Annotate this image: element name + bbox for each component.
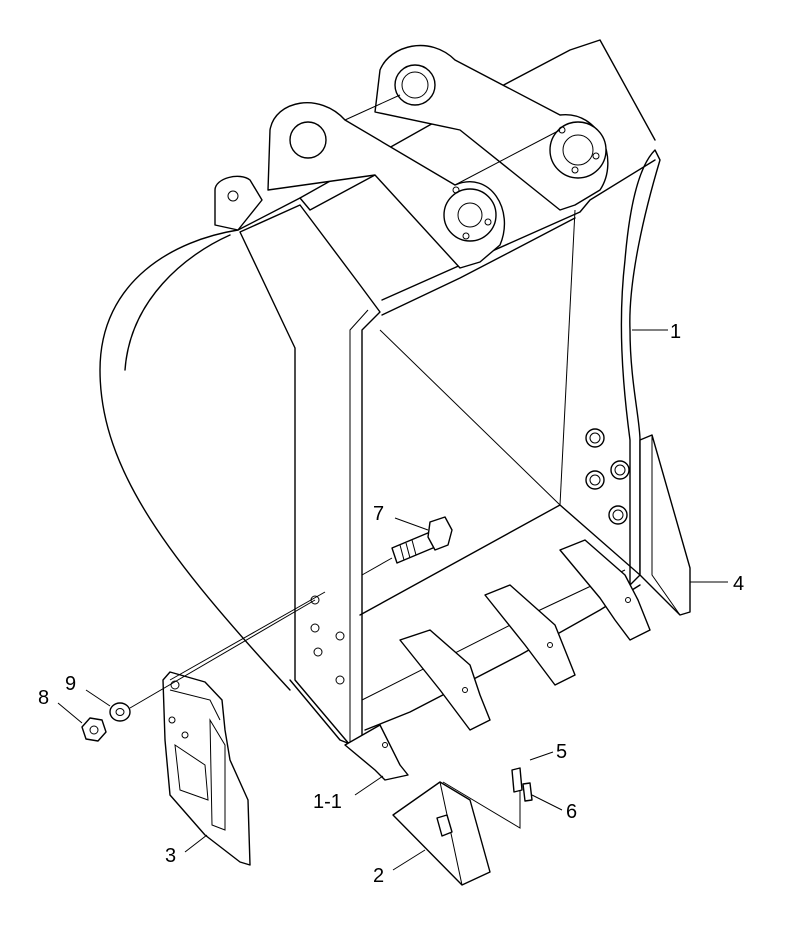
washer: [109, 702, 131, 722]
callout-8: 8: [38, 687, 49, 709]
callout-1: 1: [670, 321, 681, 343]
callout-3: 3: [165, 845, 176, 867]
teeth-adapters: [344, 539, 651, 781]
lock-pin: [511, 767, 523, 793]
side-bolt-heads: [585, 428, 630, 525]
callout-7: 7: [373, 503, 384, 525]
nut: [81, 717, 107, 742]
side-cutter-left: [162, 671, 251, 866]
side-cutter-right: [639, 434, 691, 616]
callout-4: 4: [733, 573, 744, 595]
callout-5: 5: [556, 741, 567, 763]
retainer: [522, 782, 533, 802]
leader-lines: [57, 329, 728, 871]
tooth-point: [392, 781, 491, 886]
callout-labels: 1 4 7 5 6 1-1 2 3 8 9: [38, 321, 744, 887]
bolt: [391, 516, 453, 564]
callout-9: 9: [65, 673, 76, 695]
callout-6: 6: [566, 801, 577, 823]
mounting-brackets: [214, 44, 609, 269]
callout-2: 2: [373, 865, 384, 887]
callout-1-1: 1-1: [313, 791, 342, 813]
assembly-guide-lines: [129, 557, 521, 829]
